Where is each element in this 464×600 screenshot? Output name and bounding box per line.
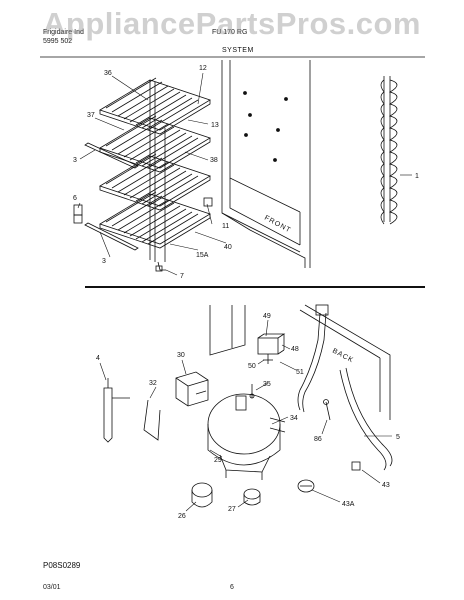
header-manufacturer: Frigidaire Ind	[43, 29, 84, 36]
harness-connector	[315, 304, 329, 316]
valve-assembly	[257, 333, 286, 364]
footer-date: 03/01	[43, 584, 61, 591]
lower-leader-lines	[99, 319, 392, 512]
callout-43a: 43A	[342, 501, 355, 508]
callout-1: 1	[415, 173, 419, 180]
evaporator-shelf-3	[99, 153, 211, 211]
cabinet-hole	[243, 91, 247, 95]
callout-30: 30	[177, 352, 185, 359]
condenser-coil	[380, 76, 398, 225]
header-model: FU 170 RG	[212, 29, 248, 36]
evaporator-shelf-2	[99, 115, 211, 173]
grommet-part-27	[243, 488, 261, 506]
callout-43: 43	[382, 482, 390, 489]
callout-7: 7	[180, 273, 184, 280]
callout-26: 26	[178, 513, 186, 520]
filter-drier	[103, 378, 130, 443]
screw-part-86-head	[323, 399, 329, 405]
callout-27: 27	[228, 506, 236, 513]
clip-part-6b	[73, 214, 83, 224]
power-cord	[339, 369, 387, 471]
label-front: FRONT	[263, 215, 292, 235]
cabinet-hole	[248, 113, 252, 117]
grommet-part-26	[191, 482, 213, 508]
callout-5: 5	[396, 434, 400, 441]
power-cord	[345, 367, 393, 467]
callout-36: 36	[104, 70, 112, 77]
callout-6: 6	[73, 195, 77, 202]
callout-3-upper: 3	[73, 157, 77, 164]
drawing-code: P08S0289	[43, 561, 81, 570]
wire-harness	[302, 312, 327, 413]
callout-13: 13	[211, 122, 219, 129]
clamp-part-43a	[297, 479, 315, 493]
callout-32: 32	[149, 380, 157, 387]
section-title: SYSTEM	[222, 47, 254, 54]
shelf-rail	[84, 142, 139, 169]
clip-part-11	[203, 197, 213, 207]
wire-harness	[297, 312, 321, 411]
clip-part-6	[73, 204, 83, 216]
callout-49: 49	[263, 313, 271, 320]
callout-48: 48	[291, 346, 299, 353]
cabinet-hole	[284, 97, 288, 101]
drain-fitting	[157, 261, 166, 271]
callout-86: 86	[314, 436, 322, 443]
terminal-block-part-43	[351, 461, 361, 471]
cabinet-hole	[276, 128, 280, 132]
page-number: 6	[230, 584, 234, 591]
upper-leader-lines	[77, 72, 412, 276]
callout-51: 51	[296, 369, 304, 376]
screw-part-86	[325, 401, 331, 421]
drain-part-7	[155, 265, 163, 272]
relay-part-30	[175, 371, 209, 407]
fitting-part-35-end	[249, 393, 255, 399]
callout-3-lower: 3	[102, 258, 106, 265]
lower-callouts: 49 48 4 30 50 51 35 32 34 86 5 29 43 26 …	[96, 313, 400, 520]
compressor	[207, 393, 286, 480]
callout-35: 35	[263, 381, 271, 388]
callout-12: 12	[199, 65, 207, 72]
callout-15a: 15A	[196, 252, 209, 259]
cabinet-outline	[221, 60, 311, 268]
callout-40: 40	[224, 244, 232, 251]
header-publication-number: 5995 502	[43, 38, 73, 45]
label-back: BACK	[331, 348, 355, 365]
callout-34: 34	[290, 415, 298, 422]
lower-cabinet-outline	[209, 304, 391, 420]
cabinet-hole	[273, 158, 277, 162]
callout-4: 4	[96, 355, 100, 362]
callout-11: 11	[222, 223, 229, 230]
shelf-rail	[84, 222, 139, 251]
callout-37: 37	[87, 112, 95, 119]
upper-callouts: 36 12 37 13 3 38 6 11 40 15A 3 7 1	[73, 65, 419, 280]
callout-50: 50	[248, 363, 256, 370]
callout-38: 38	[210, 157, 218, 164]
callout-29: 29	[214, 457, 222, 464]
capillary-tube	[143, 399, 161, 441]
cabinet-hole	[244, 133, 248, 137]
